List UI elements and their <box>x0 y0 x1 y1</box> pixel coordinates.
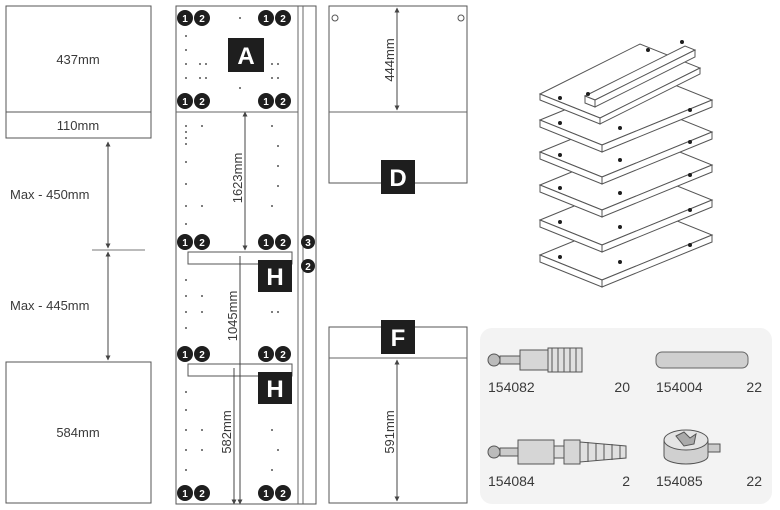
marker-2: 2 <box>280 14 286 25</box>
marker-1: 1 <box>263 489 269 500</box>
badge-f <box>381 320 415 354</box>
part-code: 154082 <box>488 379 535 395</box>
hole-icon <box>331 14 339 22</box>
marker-1: 1 <box>182 489 188 500</box>
marker-row-2: 1 2 1 2 <box>177 93 291 109</box>
marker-3: 3 <box>305 238 311 249</box>
bottom-panel-label: 584mm <box>56 425 99 440</box>
top-strip-box <box>5 111 152 139</box>
shelf-rail <box>583 45 697 108</box>
marker-1: 1 <box>263 97 269 108</box>
marker-1: 1 <box>263 14 269 25</box>
badge-f-label: F <box>391 325 406 352</box>
part-code: 154085 <box>656 473 703 489</box>
hole-icon <box>457 14 465 22</box>
drill-holes <box>185 17 279 471</box>
badge-h-lower-label: H <box>266 376 283 403</box>
long-cam-bolt-icon <box>487 439 627 465</box>
badge-a-label: A <box>237 43 254 70</box>
panel-d-outline <box>328 5 468 184</box>
shelf-board <box>538 209 714 288</box>
marker-1: 1 <box>182 14 188 25</box>
panel-d: 444mm D <box>328 5 468 194</box>
part-qty: 22 <box>746 473 762 489</box>
shelf-stack-illustration <box>538 40 714 288</box>
badge-h-upper-label: H <box>266 264 283 291</box>
shelf-board <box>538 139 714 218</box>
marker-2: 2 <box>199 14 205 25</box>
marker-2: 2 <box>280 489 286 500</box>
badge-h-upper <box>258 260 292 292</box>
marker-2: 2 <box>199 350 205 361</box>
marker-2: 2 <box>280 97 286 108</box>
top-panel-label: 437mm <box>56 52 99 67</box>
part-qty: 20 <box>614 379 630 395</box>
dim-582-label: 582mm <box>219 410 234 453</box>
marker-2: 2 <box>280 238 286 249</box>
dowel-icon <box>655 351 749 369</box>
bottom-panel-box <box>5 361 152 504</box>
marker-1: 1 <box>182 97 188 108</box>
marker-1: 1 <box>263 238 269 249</box>
gap-lower-label: Max - 445mm <box>10 298 89 313</box>
cam-bolts <box>558 40 692 264</box>
marker-row-5: 1 2 1 2 <box>177 485 291 501</box>
marker-row-3: 1 2 1 2 3 2 <box>177 234 315 273</box>
badge-a <box>228 38 264 72</box>
badge-d <box>381 160 415 194</box>
marker-2: 2 <box>199 97 205 108</box>
marker-2: 2 <box>305 262 311 273</box>
left-column: 437mm 110mm Max - 450mm Max - 445mm 584m… <box>5 5 152 504</box>
part-qty: 22 <box>746 379 762 395</box>
marker-1: 1 <box>182 350 188 361</box>
marker-row-4: 1 2 1 2 <box>177 346 291 362</box>
gap-upper-label: Max - 450mm <box>10 187 89 202</box>
cam-bolt-icon <box>487 347 583 373</box>
dim-591-label: 591mm <box>382 410 397 453</box>
marker-2: 2 <box>199 238 205 249</box>
dim-1623-label: 1623mm <box>230 153 245 204</box>
top-strip-label: 110mm <box>57 118 99 133</box>
marker-2: 2 <box>280 350 286 361</box>
badge-d-label: D <box>389 165 406 192</box>
part-code: 154084 <box>488 473 535 489</box>
top-panel-box <box>5 5 152 113</box>
cam-lock-icon <box>663 429 721 465</box>
dim-444-label: 444mm <box>382 38 397 81</box>
badge-h-lower <box>258 372 292 404</box>
part-qty: 2 <box>622 473 630 489</box>
marker-2: 2 <box>199 489 205 500</box>
parts-panel: 154082 20 154004 22 154084 2 154085 <box>480 328 772 504</box>
marker-1: 1 <box>182 238 188 249</box>
marker-1: 1 <box>263 350 269 361</box>
marker-row-1: 1 2 1 2 <box>177 10 291 26</box>
part-code: 154004 <box>656 379 703 395</box>
shelf-board <box>538 174 714 253</box>
dim-1045-label: 1045mm <box>225 291 240 342</box>
panel-f: F 591mm <box>328 320 468 504</box>
cabinet-elevation: 1623mm 1045mm 582mm A H H 1 2 1 2 1 2 1 … <box>175 5 317 505</box>
